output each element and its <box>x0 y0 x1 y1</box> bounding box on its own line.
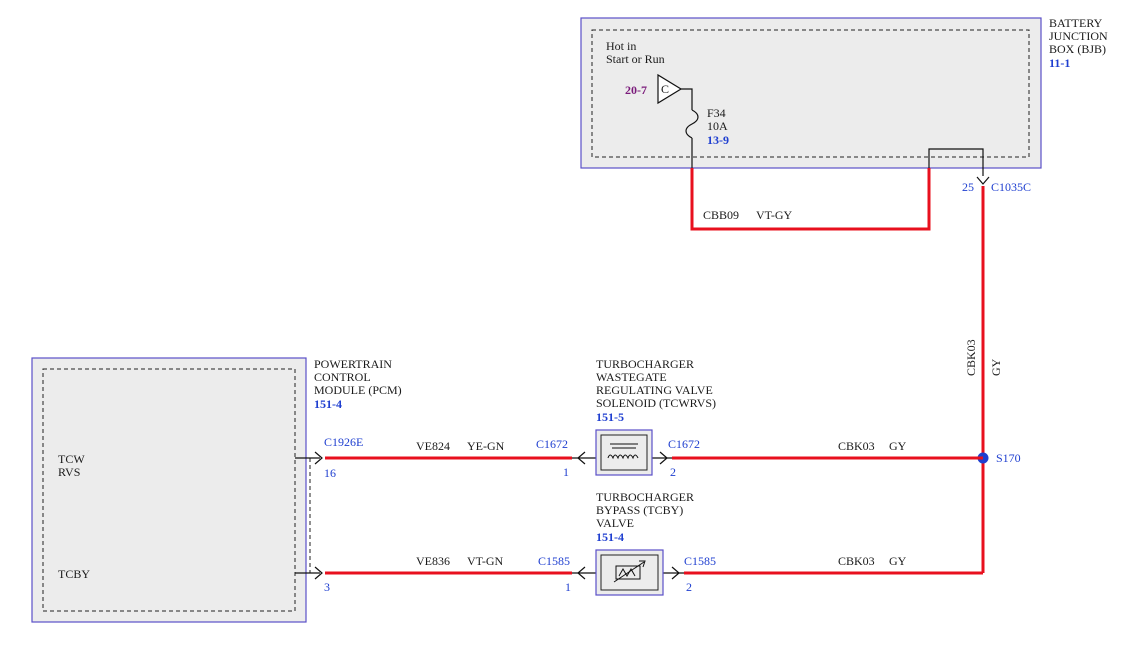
pcm-inner-box <box>42 368 296 612</box>
pcm-pin-bottom: 3 <box>324 580 330 594</box>
bjb-title-line3: BOX (BJB) <box>1049 42 1106 56</box>
cbk03-top-color: GY <box>889 439 907 453</box>
pcm-connector[interactable]: C1926E <box>324 435 363 449</box>
cbk03-bottom-circuit: CBK03 <box>838 554 875 568</box>
tcby-title-line1: TURBOCHARGER <box>596 490 694 504</box>
fuse-rating: 10A <box>707 119 728 133</box>
tcwrvs-title-line3: REGULATING VALVE <box>596 383 713 397</box>
pcm-title-line2: CONTROL <box>314 370 371 384</box>
tcby-conn-right[interactable]: C1585 <box>684 554 716 568</box>
tcwrvs-ref[interactable]: 151-5 <box>596 410 624 424</box>
connector-arrow-icon <box>671 566 680 580</box>
wire-cbb09 <box>690 168 931 231</box>
connector-arrow-icon <box>314 451 323 465</box>
ve836-color: VT-GN <box>467 554 504 568</box>
bjb-connector[interactable]: C1035C <box>991 180 1031 194</box>
tcwrvs-title-line4: SOLENOID (TCWRVS) <box>596 396 716 410</box>
tcwrvs-inner <box>600 434 648 471</box>
tcby-pin-left: 1 <box>565 580 571 594</box>
source-ref[interactable]: 20-7 <box>625 83 647 97</box>
tcwrvs-pin-left: 1 <box>563 465 569 479</box>
cbk03-vertical-circuit: CBK03 <box>964 339 978 376</box>
cbk03-vertical-color: GY <box>989 358 1003 376</box>
solenoid-icon <box>607 443 639 460</box>
pcm-title-line1: POWERTRAIN <box>314 357 392 371</box>
cbb09-circuit: CBB09 <box>703 208 739 222</box>
pcm-title-line3: MODULE (PCM) <box>314 383 402 397</box>
tcwrvs-title-line2: WASTEGATE <box>596 370 667 384</box>
cbk03-top-circuit: CBK03 <box>838 439 875 453</box>
tcby-pin-right: 2 <box>686 580 692 594</box>
tcwrvs-conn-right[interactable]: C1672 <box>668 437 700 451</box>
tcby-conn-left[interactable]: C1585 <box>538 554 570 568</box>
power-source-icon <box>657 73 683 105</box>
connector-arrow-icon <box>659 451 668 465</box>
cbk03-bottom-color: GY <box>889 554 907 568</box>
ve836-circuit: VE836 <box>416 554 450 568</box>
pcm-box <box>31 357 307 623</box>
battery-junction-box <box>580 17 1042 169</box>
fuse-ref[interactable]: 13-9 <box>707 133 729 147</box>
pcm-ref[interactable]: 151-4 <box>314 397 342 411</box>
bjb-hot-line2: Start or Run <box>606 52 665 66</box>
fuse-icon <box>685 109 699 139</box>
pcm-label-rvs: RVS <box>58 465 80 479</box>
connector-arrow-icon <box>577 566 586 580</box>
splice-label[interactable]: S170 <box>996 451 1021 465</box>
bjb-title-line1: BATTERY <box>1049 16 1103 30</box>
tcby-ref[interactable]: 151-4 <box>596 530 624 544</box>
tcby-title-line2: BYPASS (TCBY) <box>596 503 683 517</box>
bjb-title-line2: JUNCTION <box>1049 29 1108 43</box>
ve824-color: YE-GN <box>467 439 505 453</box>
pcm-label-tcw: TCW <box>58 452 85 466</box>
fuse-name: F34 <box>707 106 726 120</box>
tcwrvs-title-line1: TURBOCHARGER <box>596 357 694 371</box>
bjb-hot-line1: Hot in <box>606 39 636 53</box>
bjb-ref[interactable]: 11-1 <box>1049 56 1070 70</box>
connector-arrow-icon <box>577 451 586 465</box>
bjb-internal-loop <box>928 148 984 176</box>
valve-icon <box>613 560 646 583</box>
cbb09-color: VT-GY <box>756 208 793 222</box>
connector-arrow-icon <box>976 176 990 185</box>
source-wire <box>681 88 693 110</box>
tcby-title-line3: VALVE <box>596 516 634 530</box>
ve824-circuit: VE824 <box>416 439 450 453</box>
connector-arrow-icon <box>314 566 323 580</box>
tcwrvs-conn-left[interactable]: C1672 <box>536 437 568 451</box>
pcm-pin-top: 16 <box>324 466 336 480</box>
tcwrvs-pin-right: 2 <box>670 465 676 479</box>
source-letter: C <box>661 82 669 96</box>
pcm-label-tcby: TCBY <box>58 567 90 581</box>
bjb-pin: 25 <box>962 180 974 194</box>
